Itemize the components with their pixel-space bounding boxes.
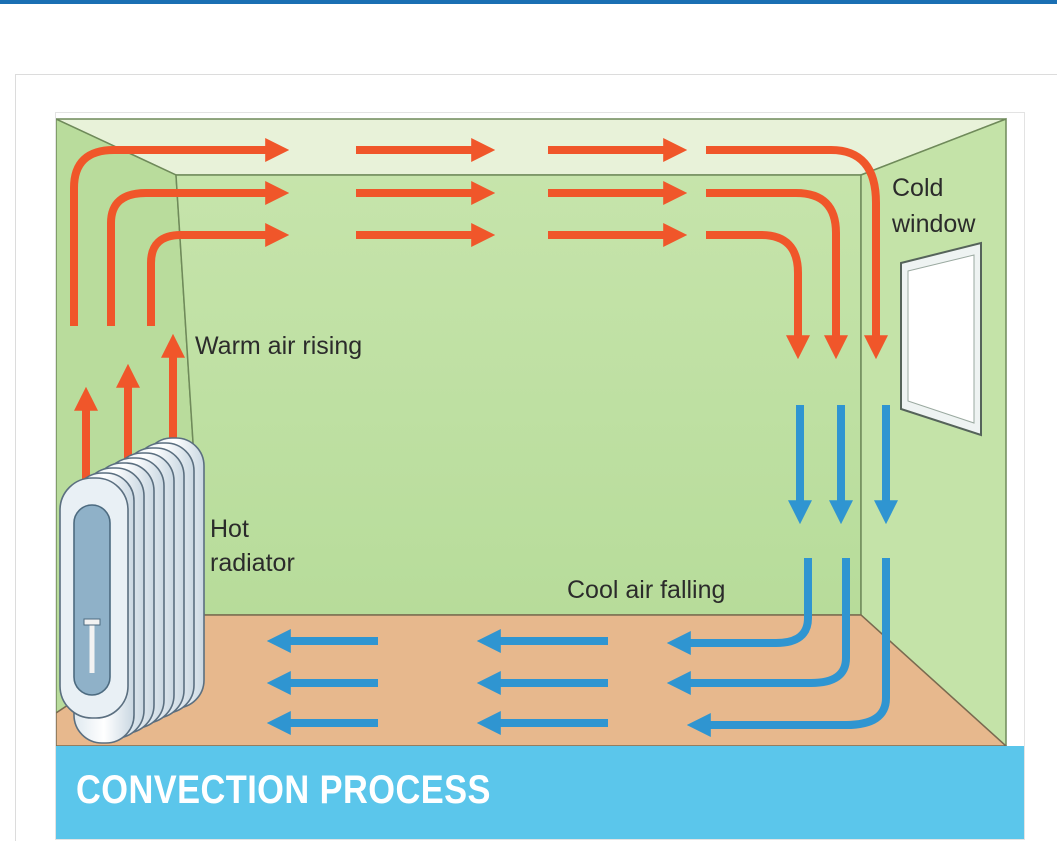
cold-window-label-line1: Cold <box>892 174 943 202</box>
warm-arrow-icon <box>706 189 848 360</box>
top-accent-bar <box>0 0 1057 4</box>
warm-arrow-icon <box>147 223 290 326</box>
caption-title: CONVECTION PROCESS <box>76 768 491 812</box>
cold-window-label-line2: window <box>891 210 976 238</box>
warm-arrow-icon <box>107 181 290 326</box>
cool-arrow-icon <box>686 558 890 737</box>
convection-figure: Cold window Warm air rising Hot radiator… <box>55 112 1025 840</box>
warm-air-label: Warm air rising <box>195 332 362 360</box>
warm-arrow-icon <box>706 231 810 360</box>
window-icon <box>900 241 982 437</box>
radiator-icon <box>59 437 205 744</box>
caption-bar: CONVECTION PROCESS <box>56 746 1024 839</box>
warm-arrow-icon <box>70 138 290 326</box>
room-diagram: Cold window Warm air rising Hot radiator… <box>56 117 1008 746</box>
hot-radiator-label-line2: radiator <box>210 549 295 577</box>
cool-arrow-icon <box>666 558 812 655</box>
cool-air-label: Cool air falling <box>567 576 725 604</box>
cool-arrow-icon <box>666 558 850 695</box>
cool-air-arrows <box>266 405 898 737</box>
warm-air-arrows <box>70 138 888 493</box>
warm-arrow-icon <box>706 146 888 360</box>
hot-radiator-label-line1: Hot <box>210 515 249 543</box>
